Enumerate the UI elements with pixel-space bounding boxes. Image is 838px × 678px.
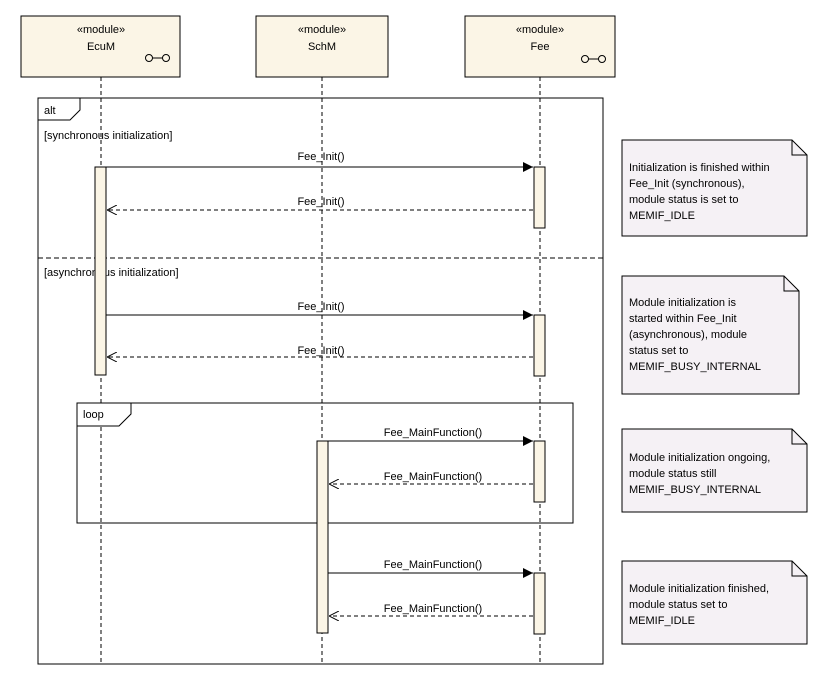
note-2[interactable]: Module initialization is started within … [621, 275, 800, 395]
ecum-name: EcuM [87, 41, 115, 53]
note-line: (asynchronous), module [629, 329, 747, 341]
component-icon [581, 55, 606, 63]
message-call-1[interactable]: Fee_Init() [106, 151, 533, 172]
message-call-3[interactable]: Fee_MainFunction() [328, 427, 533, 446]
note-text: Module initialization ongoing, module st… [629, 452, 773, 496]
fee-stereotype: «module» [516, 24, 564, 36]
participant-schm[interactable]: «module» SchM [255, 15, 389, 78]
note-line: Module initialization finished, [629, 583, 769, 595]
message-label: Fee_MainFunction() [384, 427, 482, 439]
message-label: Fee_Init() [297, 196, 344, 208]
note-line: started within Fee_Init [629, 313, 737, 325]
message-return-2[interactable]: Fee_Init() [107, 345, 533, 357]
note-text: Module initialization is started within … [629, 297, 761, 373]
fee-activation-4 [533, 572, 546, 635]
message-label: Fee_Init() [297, 301, 344, 313]
note-line: module status is set to [629, 194, 738, 206]
alt-operator-label: alt [44, 105, 56, 117]
ecum-stereotype: «module» [77, 24, 125, 36]
alt-guard-async: [asynchronous initialization] [44, 267, 179, 279]
fee-name: Fee [531, 41, 550, 53]
note-line: module status set to [629, 599, 727, 611]
message-label: Fee_MainFunction() [384, 471, 482, 483]
note-line: Module initialization is [629, 297, 736, 309]
note-text: Initialization is finished within Fee_In… [629, 162, 773, 222]
note-line: module status still [629, 468, 716, 480]
note-line: Initialization is finished within [629, 162, 770, 174]
message-call-4[interactable]: Fee_MainFunction() [328, 559, 533, 578]
alt-guard-sync: [synchronous initialization] [44, 130, 172, 142]
fee-activation-3 [533, 440, 546, 503]
note-line: Fee_Init (synchronous), [629, 178, 745, 190]
note-line: MEMIF_IDLE [629, 615, 695, 627]
fee-activation-2 [533, 314, 546, 377]
schm-activation [316, 440, 329, 634]
loop-operator-label: loop [83, 409, 104, 421]
note-line: MEMIF_BUSY_INTERNAL [629, 484, 761, 496]
activation-bars [94, 166, 546, 635]
participant-fee[interactable]: «module» Fee [464, 15, 616, 78]
ecum-activation [94, 166, 107, 376]
message-return-3[interactable]: Fee_MainFunction() [329, 471, 533, 484]
message-return-4[interactable]: Fee_MainFunction() [329, 603, 533, 616]
alt-fragment: alt [synchronous initialization] [asynch… [37, 97, 604, 665]
note-3[interactable]: Module initialization ongoing, module st… [621, 428, 808, 513]
message-return-1[interactable]: Fee_Init() [107, 196, 533, 210]
schm-name: SchM [308, 41, 336, 53]
note-line: MEMIF_IDLE [629, 210, 695, 222]
note-4[interactable]: Module initialization finished, module s… [621, 560, 808, 645]
message-label: Fee_Init() [297, 345, 344, 357]
note-line: MEMIF_BUSY_INTERNAL [629, 361, 761, 373]
message-label: Fee_Init() [297, 151, 344, 163]
note-line: Module initialization ongoing, [629, 452, 770, 464]
note-text: Module initialization finished, module s… [629, 583, 772, 627]
fee-activation-1 [533, 166, 546, 229]
message-label: Fee_MainFunction() [384, 603, 482, 615]
component-icon [145, 54, 170, 62]
note-1[interactable]: Initialization is finished within Fee_In… [621, 139, 808, 237]
message-call-2[interactable]: Fee_Init() [106, 301, 533, 320]
message-label: Fee_MainFunction() [384, 559, 482, 571]
participant-ecum[interactable]: «module» EcuM [20, 15, 181, 78]
schm-stereotype: «module» [298, 24, 346, 36]
note-line: status set to [629, 345, 688, 357]
